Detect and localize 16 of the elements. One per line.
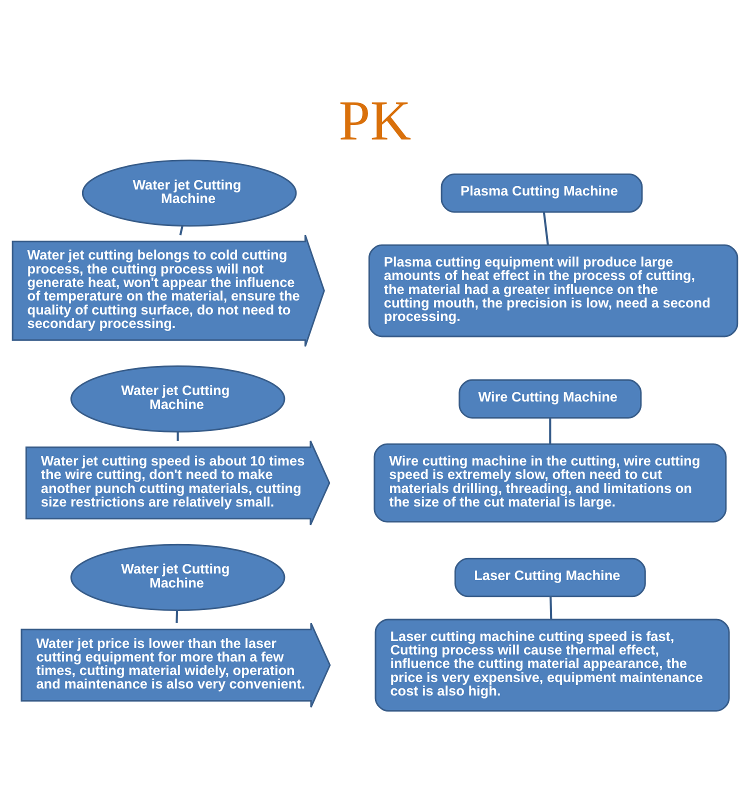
connector	[549, 418, 552, 444]
node-box: Wire cutting machine in the cutting, wire cutting speed is extremely slow, often need to cut materials drilling, threading, and limitations on the size of the cut material is large.	[374, 442, 727, 522]
node-box: Plasma cutting equipment will produce large amounts of heat effect in the process of cutting, the material had a greater influence on the cutting mouth, the precision is low, need a second processing.	[368, 244, 738, 337]
node-ellipse: Water jet Cutting Machine	[82, 159, 297, 226]
node-ellipse: Water jet Cutting Machine	[70, 543, 286, 611]
connector	[550, 596, 552, 619]
node-box: Plasma Cutting Machine	[440, 172, 643, 212]
connector	[176, 431, 179, 440]
connector	[542, 212, 549, 244]
node-ellipse: Water jet Cutting Machine	[70, 364, 286, 432]
connector	[176, 610, 178, 622]
node-box: Wire Cutting Machine	[458, 378, 642, 418]
node-box: Laser Cutting Machine	[454, 557, 646, 597]
node-box: Laser cutting machine cutting speed is fast, Cutting process will cause thermal effect, influence the cutting material appearance, the price is very expensive, equipment maintenance cost is also high.	[374, 618, 730, 712]
connector	[179, 224, 184, 235]
diagram-title: PK	[338, 90, 412, 152]
